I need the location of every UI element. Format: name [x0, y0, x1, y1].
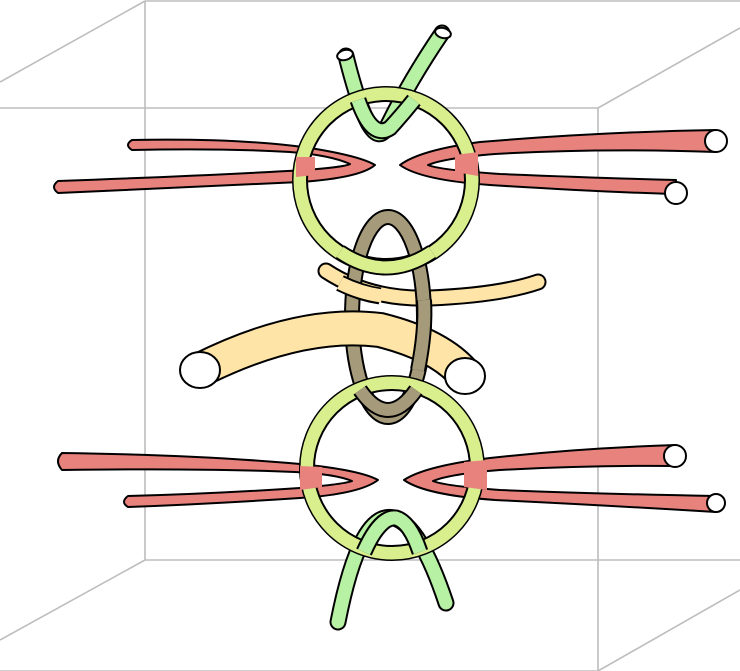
green-arc-bottom	[329, 509, 455, 631]
red-tube-upper-right-end-1	[704, 129, 728, 153]
upper-ring-front-bottom-body	[336, 246, 436, 274]
brown-loop-front-right-body	[412, 299, 431, 372]
yellow-tube-lower-right-end	[444, 357, 486, 395]
green-tube-top-right-end	[434, 26, 452, 40]
yellow-arc-lower	[179, 310, 486, 395]
red-tube-upper-left-shape	[53, 138, 376, 194]
red-tube-lower-right-end-1	[663, 444, 687, 468]
lower-knot	[57, 375, 726, 631]
green-tube-bottom-body	[331, 511, 453, 629]
red-tube-upper-right-end-2	[664, 181, 688, 205]
green-tube-bottom-front-body	[358, 511, 427, 555]
upper-ring-outline-inner	[306, 100, 466, 260]
red-lower-right-front	[464, 460, 487, 490]
red-arc-lower-right	[403, 444, 726, 513]
red-arc-upper-right	[399, 129, 728, 205]
red-tube-lower-left-shape	[57, 452, 379, 508]
red-lower-left-front	[300, 466, 322, 490]
red-upper-right-front	[455, 152, 478, 176]
green-tube-top-front-body	[351, 95, 420, 138]
red-upper-left-front	[296, 157, 315, 177]
yellow-tube-lower-body	[192, 312, 478, 386]
yellow-tube-upper-front-body	[337, 277, 383, 303]
red-arc-lower-left	[57, 452, 379, 508]
brown-loop-bottom-front-body	[355, 386, 421, 416]
red-tube-lower-right-end-2	[706, 493, 726, 513]
yellow-tube-lower-left-end	[179, 351, 221, 389]
upper-knot	[53, 24, 728, 274]
red-arc-upper-left	[53, 138, 376, 194]
green-tube-top-left-end	[336, 48, 354, 62]
